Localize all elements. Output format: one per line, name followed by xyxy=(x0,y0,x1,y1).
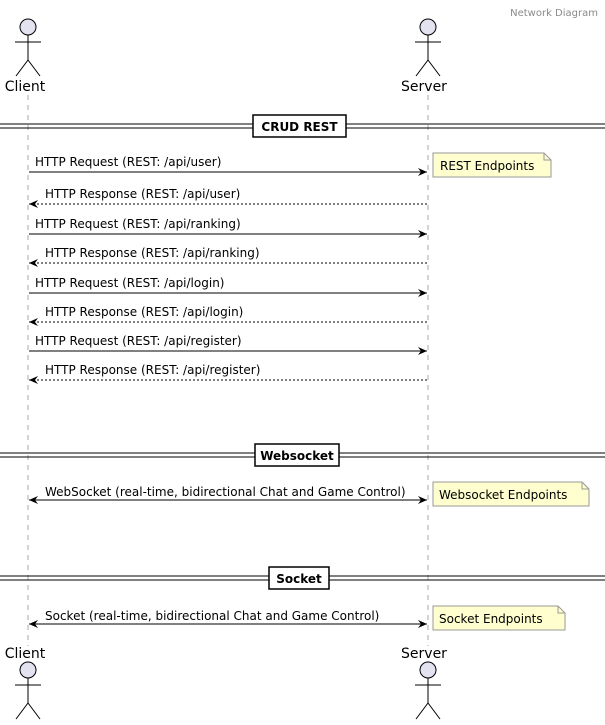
server-label-bottom: Server xyxy=(401,646,447,662)
client-actor-top xyxy=(15,18,41,77)
note-text: REST Endpoints xyxy=(440,159,534,173)
message-response-register: HTTP Response (REST: /api/register) xyxy=(29,363,427,384)
note-socket-endpoints: Socket Endpoints xyxy=(432,605,566,631)
section-title-crud-rest: CRUD REST xyxy=(261,120,338,134)
message-label: HTTP Request (REST: /api/login) xyxy=(35,276,224,290)
message-request-login: HTTP Request (REST: /api/login) xyxy=(29,276,427,297)
message-response-ranking: HTTP Response (REST: /api/ranking) xyxy=(29,246,427,267)
client-label-bottom: Client xyxy=(5,646,46,662)
message-label: HTTP Response (REST: /api/user) xyxy=(45,187,240,201)
message-websocket: WebSocket (real-time, bidirectional Chat… xyxy=(29,485,427,504)
server-label-top: Server xyxy=(401,79,447,95)
message-label: HTTP Request (REST: /api/user) xyxy=(35,155,221,169)
note-text: Websocket Endpoints xyxy=(439,488,567,502)
section-title-websocket: Websocket xyxy=(260,449,334,463)
message-label: HTTP Request (REST: /api/register) xyxy=(35,334,242,348)
message-socket: Socket (real-time, bidirectional Chat an… xyxy=(29,609,427,628)
server-actor-top xyxy=(415,18,441,77)
message-label: WebSocket (real-time, bidirectional Chat… xyxy=(45,485,406,499)
section-title-socket: Socket xyxy=(276,572,322,586)
message-response-user: HTTP Response (REST: /api/user) xyxy=(29,187,427,208)
message-label: HTTP Response (REST: /api/ranking) xyxy=(45,246,260,260)
note-rest-endpoints: REST Endpoints xyxy=(432,152,552,178)
note-text: Socket Endpoints xyxy=(439,612,543,626)
section-divider-socket: Socket xyxy=(0,566,605,590)
message-request-user: HTTP Request (REST: /api/user) xyxy=(29,155,427,176)
message-request-ranking: HTTP Request (REST: /api/ranking) xyxy=(29,217,427,238)
diagram-header-title: Network Diagram xyxy=(510,8,598,19)
message-response-login: HTTP Response (REST: /api/login) xyxy=(29,305,427,326)
section-divider-websocket: Websocket xyxy=(0,443,605,467)
message-request-register: HTTP Request (REST: /api/register) xyxy=(29,334,427,355)
message-label: HTTP Response (REST: /api/register) xyxy=(45,363,260,377)
note-websocket-endpoints: Websocket Endpoints xyxy=(432,481,590,507)
message-label: Socket (real-time, bidirectional Chat an… xyxy=(45,609,379,623)
server-actor-bottom xyxy=(415,661,441,720)
message-label: HTTP Response (REST: /api/login) xyxy=(45,305,243,319)
section-divider-crud-rest: CRUD REST xyxy=(0,114,605,138)
message-label: HTTP Request (REST: /api/ranking) xyxy=(35,217,241,231)
client-actor-bottom xyxy=(15,661,41,720)
client-label-top: Client xyxy=(5,79,46,95)
